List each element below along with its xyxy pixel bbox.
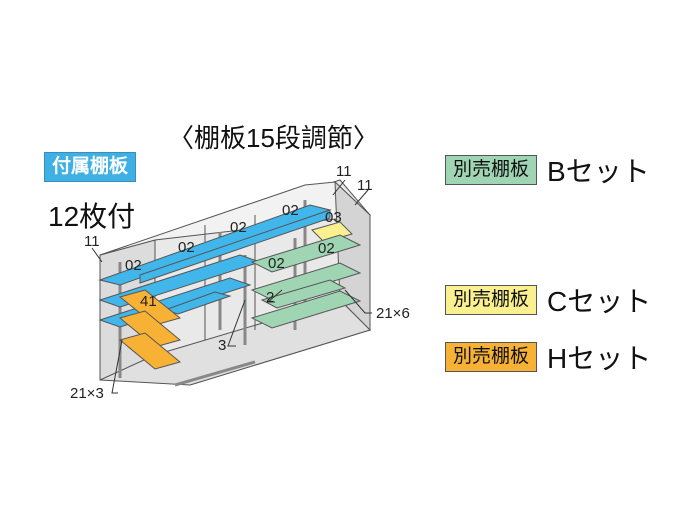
green-shelf-3 [250, 290, 362, 329]
label-dim-21x6: 21×6 [376, 305, 410, 322]
label-code-02-2: 02 [230, 219, 247, 236]
orange-shelf-3 [118, 332, 182, 370]
label-code-02-1: 02 [282, 202, 299, 219]
page-title: 〈棚板15段調節〉 [168, 123, 379, 153]
label-dim-21x3: 21×3 [70, 385, 104, 402]
label-code-03: 03 [325, 209, 342, 226]
label-top-11-a: 11 [336, 163, 352, 180]
label-code-02-6: 02 [318, 240, 335, 257]
label-top-11-b: 11 [357, 177, 373, 194]
label-code-02-5: 02 [268, 255, 285, 272]
legend-badge-yellow: 別売棚板 [445, 285, 538, 315]
legend-set-c: 別売棚板 Cセット [445, 280, 651, 320]
blue-shelf-top-back [139, 209, 331, 284]
label-code-3: 3 [218, 337, 226, 354]
label-code-02-4: 02 [125, 257, 142, 274]
legend-badge-orange: 別売棚板 [445, 342, 538, 372]
green-shelf-4 [260, 279, 347, 309]
included-shelf-badge: 付属棚板 [44, 152, 137, 182]
legend-label-c: Cセット [547, 286, 652, 317]
label-code-41: 41 [140, 293, 157, 310]
green-shelf-2 [250, 262, 362, 301]
label-code-2: 2 [266, 289, 274, 306]
legend-badge-green: 別売棚板 [445, 155, 538, 185]
legend-label-h: Hセット [547, 343, 652, 374]
included-shelf-count: 12枚付 [48, 201, 136, 232]
legend-set-h: 別売棚板 Hセット [445, 337, 651, 377]
label-left-11: 11 [84, 233, 100, 250]
yellow-shelf [311, 221, 353, 243]
legend-label-b: Bセット [547, 156, 650, 187]
green-shelf-1 [250, 234, 362, 273]
legend-set-b: 別売棚板 Bセット [445, 150, 650, 190]
label-code-02-3: 02 [178, 239, 195, 256]
